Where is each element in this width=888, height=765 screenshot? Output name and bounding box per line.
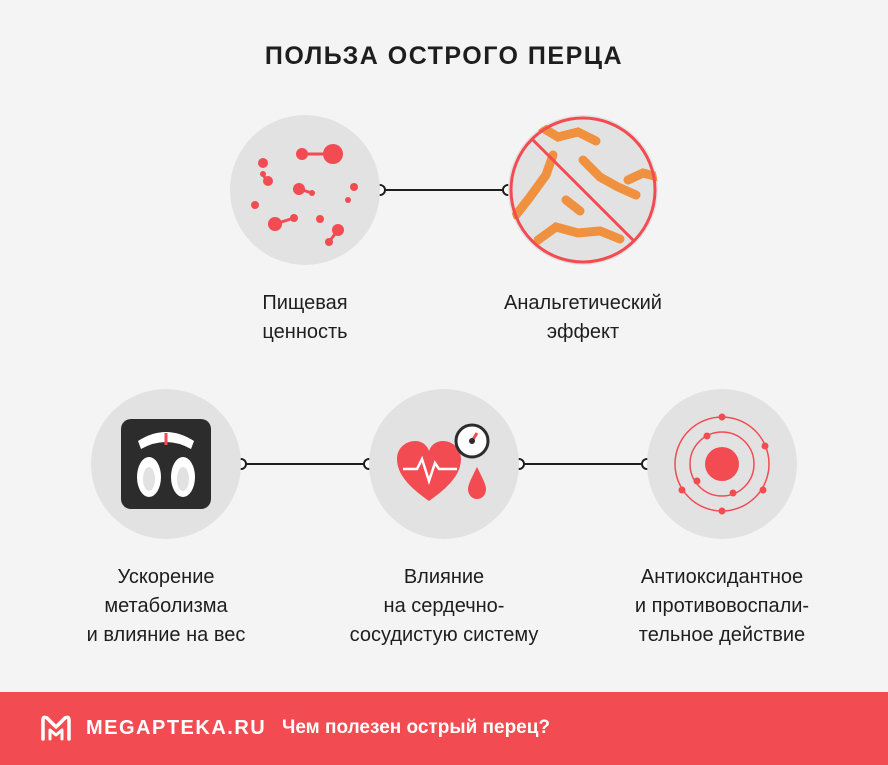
label-nutrition: Пищевая ценность [175,289,435,347]
label-line: и противовоспали- [634,595,810,617]
page-title: ПОЛЬЗА ОСТРОГО ПЕРЦА [264,42,624,70]
label-line: эффект [546,321,620,343]
brand-name: MEGAPTEKA.RU [86,716,267,739]
label-analgesic: Анальгетический эффект [453,289,713,347]
footer-caption: Чем полезен острый перец? [282,717,551,738]
no-bacteria-icon [509,116,658,264]
node-metabolism [91,389,241,539]
label-antioxidant: Антиоксидантное и противовоспали- тельно… [592,563,852,650]
label-metabolism: Ускорение метаболизма и влияние на вес [36,563,296,650]
label-line: метаболизма [104,595,228,617]
label-line: и влияние на вес [86,624,246,646]
molecules-icon [251,144,358,246]
megapteka-logo-icon [41,715,71,741]
label-line: Влияние [403,566,485,588]
label-line: тельное действие [638,624,806,646]
heart-pressure-icon [397,423,490,501]
node-antioxidant [647,389,797,539]
label-line: сосудистую систему [349,624,539,646]
label-line: Пищевая [262,292,348,314]
brand[interactable]: MEGAPTEKA.RU [40,714,266,742]
node-cardio [369,389,519,539]
node-nutrition [230,115,380,265]
label-line: Ускорение [117,566,215,588]
label-line: Антиоксидантное [640,566,804,588]
atom-icon [674,413,770,515]
footer-bar: MEGAPTEKA.RU Чем полезен острый перец? [0,692,888,765]
label-line: ценность [262,321,348,343]
label-line: на сердечно- [383,595,505,617]
node-analgesic [508,115,658,265]
label-cardio: Влияние на сердечно- сосудистую систему [314,563,574,650]
scale-icon [121,419,211,509]
label-line: Анальгетический [504,292,662,314]
